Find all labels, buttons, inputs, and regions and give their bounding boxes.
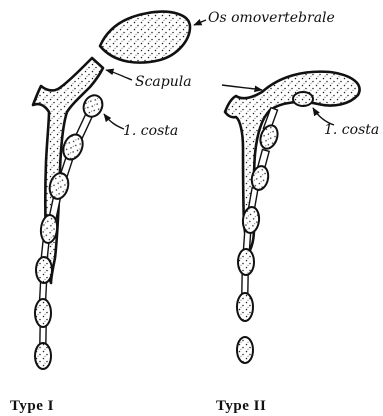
arrow-scapula-left (106, 70, 132, 80)
rib-1-costa (80, 92, 106, 120)
rib-7 (35, 343, 51, 369)
label-os-omovertebrale: Os omovertebrale (208, 10, 335, 26)
label-scapula: Scapula (135, 74, 192, 90)
caption-type-2: Type II (216, 398, 266, 414)
os-omovertebrale-shape (100, 12, 190, 63)
rib-7-type-2 (237, 337, 253, 363)
label-costa-left: 1. costa (123, 123, 178, 139)
label-costa-right: 1. costa (324, 122, 379, 138)
type-2-figure (225, 72, 360, 363)
rib-1-costa-type-2 (293, 92, 313, 106)
rib-5 (36, 257, 52, 283)
caption-type-1: Type I (10, 398, 54, 414)
type-1-figure (33, 12, 190, 369)
arrow-scapula-right (222, 85, 262, 90)
arrow-costa-left (104, 114, 124, 129)
rib-chain-type-1 (35, 92, 106, 369)
rib-6-type-2 (237, 293, 253, 321)
arrow-os-omovertebrale (194, 20, 206, 25)
rib-6 (35, 299, 51, 327)
rib-5-type-2 (238, 249, 254, 275)
